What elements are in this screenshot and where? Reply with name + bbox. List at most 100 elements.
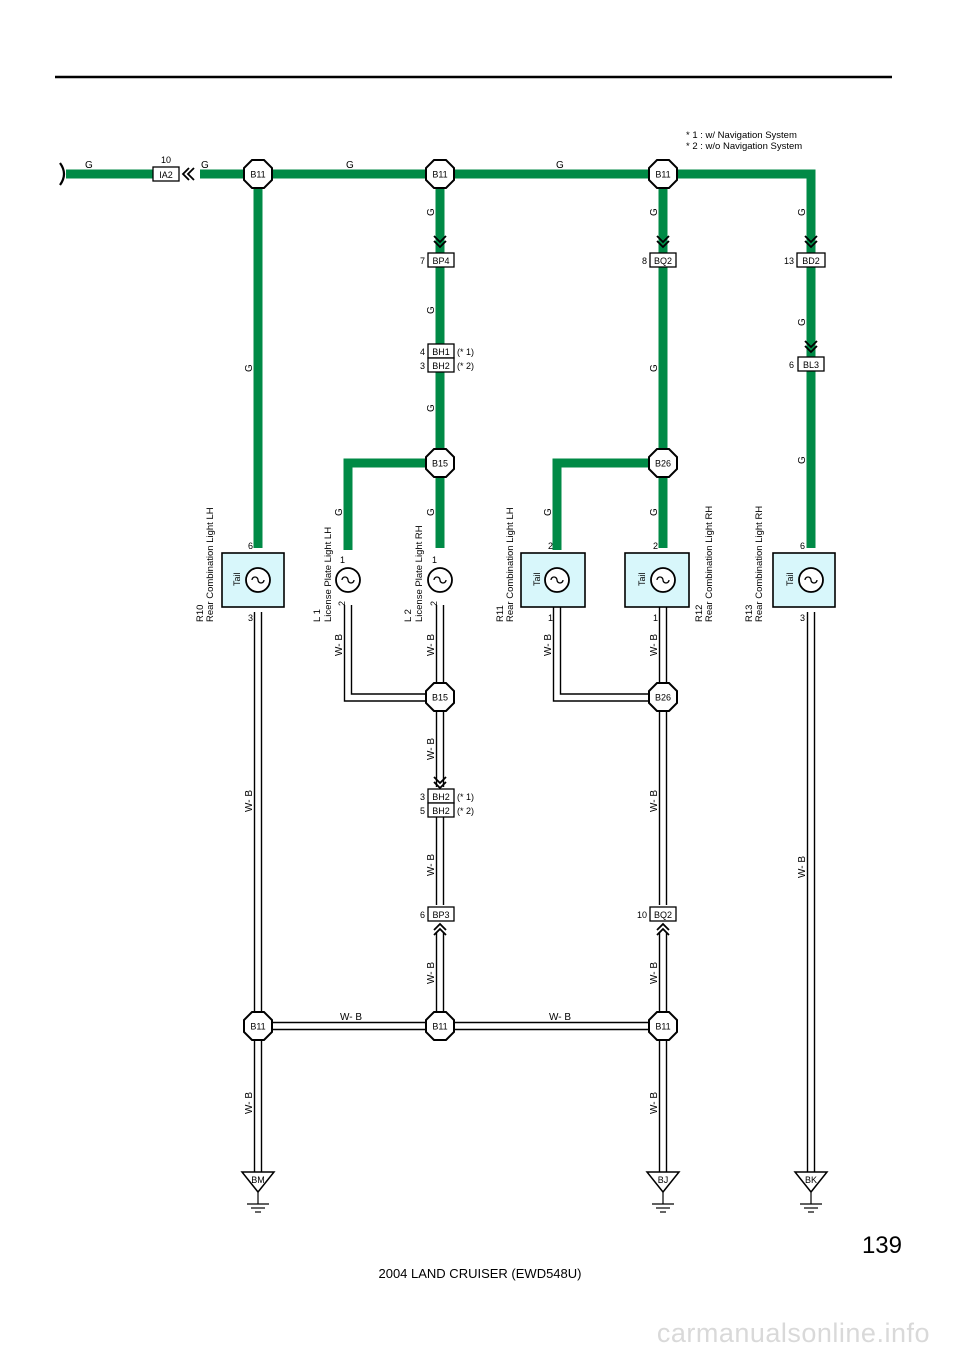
- ground-bm: BM: [240, 1171, 276, 1213]
- component-l2: 1 2 L 2 License Plate Light RH: [403, 525, 453, 622]
- svg-text:G: G: [201, 160, 209, 171]
- connector-bl3: BL3 6: [789, 356, 825, 372]
- svg-text:W- B: W- B: [426, 634, 437, 656]
- svg-text:B15: B15: [432, 459, 448, 469]
- component-r11: Tail 2 1 R11 Rear Combination Light LH: [495, 507, 586, 623]
- svg-text:10: 10: [161, 155, 171, 165]
- svg-text:4: 4: [420, 347, 425, 357]
- connector-bp3: BP3 6: [420, 906, 455, 922]
- svg-text:BK: BK: [805, 1175, 817, 1185]
- svg-text:BQ2: BQ2: [654, 256, 672, 266]
- svg-text:G: G: [426, 208, 437, 216]
- svg-text:B15: B15: [432, 693, 448, 703]
- svg-text:B11: B11: [250, 1022, 265, 1032]
- svg-text:G: G: [556, 160, 564, 171]
- page-number: 139: [861, 1232, 902, 1259]
- svg-text:W- B: W- B: [244, 790, 255, 812]
- svg-text:B26: B26: [655, 459, 671, 469]
- svg-text:W- B: W- B: [426, 738, 437, 760]
- svg-text:3: 3: [800, 613, 805, 623]
- svg-text:5: 5: [420, 806, 425, 816]
- svg-text:6: 6: [248, 541, 253, 551]
- svg-text:Rear Combination Light RH: Rear Combination Light RH: [754, 506, 765, 622]
- svg-text:B11: B11: [655, 1022, 670, 1032]
- svg-text:License Plate Light LH: License Plate Light LH: [323, 527, 334, 622]
- svg-text:IA2: IA2: [159, 170, 173, 180]
- wb-wires: [253, 605, 816, 1172]
- connector-bh2-mid: BH2 BH2 3 5 (* 1) (* 2): [420, 788, 474, 818]
- svg-text:B11: B11: [655, 170, 670, 180]
- svg-text:1: 1: [548, 613, 553, 623]
- svg-text:W- B: W- B: [797, 856, 808, 878]
- component-r12: Tail 2 1 R12 Rear Combination Light RH: [624, 506, 715, 623]
- svg-text:W- B: W- B: [649, 962, 660, 984]
- svg-text:BM: BM: [251, 1175, 265, 1185]
- svg-text:Rear Combination Light LH: Rear Combination Light LH: [205, 507, 216, 622]
- svg-text:W- B: W- B: [549, 1012, 571, 1023]
- svg-text:L 2: L 2: [403, 609, 414, 622]
- svg-text:W- B: W- B: [649, 790, 660, 812]
- svg-text:BH1: BH1: [432, 347, 450, 357]
- svg-text:R13: R13: [744, 605, 755, 622]
- svg-text:G: G: [426, 404, 437, 412]
- svg-text:3: 3: [248, 613, 253, 623]
- svg-text:L 1: L 1: [312, 609, 323, 622]
- svg-text:1: 1: [340, 555, 345, 565]
- connector-ia2: IA2 10: [152, 155, 180, 182]
- component-r10: Tail 6 3 R10 Rear Combination Light LH: [195, 507, 285, 623]
- svg-text:8: 8: [642, 256, 647, 266]
- junction-b15-bottom: B15: [425, 682, 455, 712]
- junction-b11-d: B11: [243, 1011, 273, 1041]
- svg-text:G: G: [649, 364, 660, 372]
- svg-text:B26: B26: [655, 693, 671, 703]
- svg-text:BQ2: BQ2: [654, 910, 672, 920]
- svg-text:G: G: [346, 160, 354, 171]
- svg-text:BH2: BH2: [432, 361, 450, 371]
- svg-text:Rear Combination Light LH: Rear Combination Light LH: [505, 507, 516, 622]
- junction-b11-c: B11: [648, 159, 678, 189]
- svg-text:6: 6: [800, 541, 805, 551]
- svg-text:W- B: W- B: [426, 854, 437, 876]
- svg-text:BD2: BD2: [802, 256, 820, 266]
- svg-text:6: 6: [420, 910, 425, 920]
- svg-text:6: 6: [789, 360, 794, 370]
- component-l1: 1 2 L 1 License Plate Light LH: [312, 527, 361, 622]
- svg-text:2: 2: [548, 541, 553, 551]
- svg-text:BH2: BH2: [432, 806, 450, 816]
- svg-text:Tail: Tail: [785, 572, 795, 586]
- svg-text:W- B: W- B: [244, 1092, 255, 1114]
- svg-text:G: G: [543, 508, 554, 516]
- svg-text:(* 1): (* 1): [457, 347, 474, 357]
- svg-text:G: G: [649, 208, 660, 216]
- junction-b11-e: B11: [425, 1011, 455, 1041]
- svg-text:Tail: Tail: [232, 572, 242, 586]
- svg-text:1: 1: [432, 555, 437, 565]
- connector-bq2-top: BQ2 8: [642, 252, 677, 268]
- svg-text:2: 2: [337, 601, 347, 606]
- svg-text:1: 1: [653, 613, 658, 623]
- watermark: carmanualsonline.info: [656, 1318, 930, 1348]
- svg-text:R11: R11: [495, 605, 506, 622]
- svg-text:B11: B11: [432, 170, 447, 180]
- svg-text:W- B: W- B: [649, 1092, 660, 1114]
- svg-text:(* 2): (* 2): [457, 361, 474, 371]
- svg-text:G: G: [244, 364, 255, 372]
- connector-bp4: BP4 7: [420, 252, 455, 268]
- svg-text:W- B: W- B: [649, 634, 660, 656]
- ground-bk: BK: [793, 1171, 829, 1213]
- connector-chevrons: [59, 162, 818, 936]
- junction-b11-a: B11: [243, 159, 273, 189]
- svg-text:7: 7: [420, 256, 425, 266]
- svg-text:13: 13: [784, 256, 794, 266]
- svg-text:BJ: BJ: [658, 1175, 669, 1185]
- junction-b15-top: B15: [425, 448, 455, 478]
- svg-text:BL3: BL3: [803, 360, 819, 370]
- svg-text:3: 3: [420, 792, 425, 802]
- svg-text:G: G: [797, 456, 808, 464]
- svg-text:G: G: [426, 508, 437, 516]
- svg-text:W- B: W- B: [334, 634, 345, 656]
- svg-text:G: G: [797, 318, 808, 326]
- svg-text:W- B: W- B: [543, 634, 554, 656]
- junction-b11-b: B11: [425, 159, 455, 189]
- svg-text:B11: B11: [432, 1022, 447, 1032]
